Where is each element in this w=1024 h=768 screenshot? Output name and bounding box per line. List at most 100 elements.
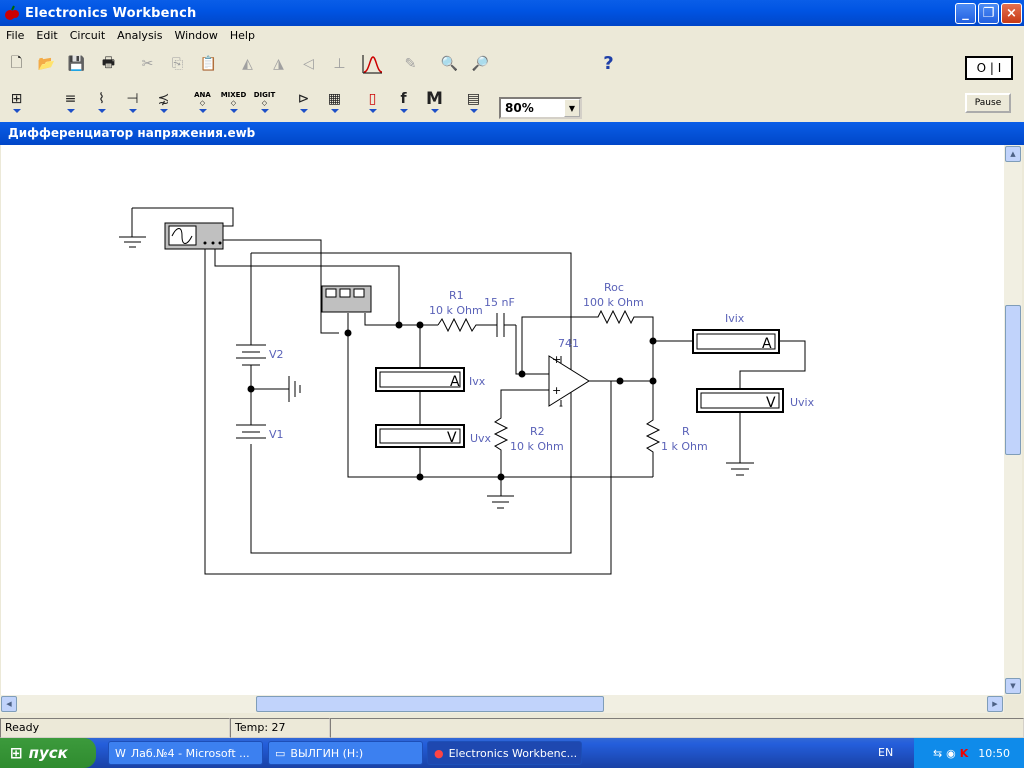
subcircuit-icon[interactable]: ⊥ <box>333 55 346 72</box>
roc-value: 100 k Ohm <box>583 296 644 309</box>
vertical-scrollbar[interactable]: ▲ ▼ <box>1004 145 1022 695</box>
menu-edit[interactable]: Edit <box>36 29 58 42</box>
help-button[interactable]: ? <box>603 53 614 74</box>
document-title: Дифференциатор напряжения.ewb <box>0 122 1024 145</box>
digital-ics-bin[interactable]: DIGIT◇ <box>250 84 279 113</box>
mixed-ics-bin[interactable]: MIXED◇ <box>219 84 248 113</box>
voltmeter-uvx[interactable] <box>375 424 465 448</box>
start-button[interactable]: ⊞пуск <box>0 738 96 768</box>
opamp-plus-input-sign: + <box>552 384 561 397</box>
print-icon[interactable]: 🖶 <box>101 54 116 71</box>
r-name: R <box>682 425 690 438</box>
opamp-minus-sign: - <box>559 399 563 412</box>
zoom-out-icon[interactable]: 🔍 <box>440 55 459 72</box>
logic-gates-bin-icon[interactable]: ⊳ <box>289 84 318 113</box>
ammeter-ivix[interactable] <box>692 329 780 354</box>
horizontal-scrollbar[interactable]: ◀ ▶ <box>0 695 1004 713</box>
close-button[interactable]: × <box>1001 3 1022 24</box>
voltmeter-uvix[interactable] <box>696 388 784 413</box>
save-icon[interactable]: 💾 <box>67 55 86 72</box>
favorites-bin-icon[interactable]: ⊞ <box>2 84 31 113</box>
status-bar: Ready Temp: 27 <box>0 718 1024 738</box>
mixed-ics-label: MIXED <box>220 90 247 99</box>
rotate-icon[interactable]: ◭ <box>242 55 253 72</box>
task-ewb-label: Electronics Workbenc... <box>448 746 578 760</box>
language-indicator[interactable]: EN <box>878 746 894 759</box>
horizontal-scroll-thumb[interactable] <box>256 696 604 712</box>
scroll-left-icon[interactable]: ◀ <box>1 696 17 712</box>
zoom-value: 80% <box>505 101 534 115</box>
minimize-button[interactable]: _ <box>955 3 976 24</box>
uvx-label: Uvx <box>470 432 492 445</box>
miscellaneous-bin-icon[interactable]: M <box>420 84 449 113</box>
task-word-label: Лаб.№4 - Microsoft ... <box>130 746 250 760</box>
status-ready: Ready <box>0 718 230 738</box>
indicators-bin-icon[interactable]: ▯ <box>358 84 387 113</box>
voltmeter-uvx-symbol: V <box>447 430 457 446</box>
r1-value: 10 k Ohm <box>429 304 483 317</box>
power-switch[interactable]: O | I <box>965 56 1013 80</box>
menu-help[interactable]: Help <box>229 29 255 42</box>
copy-icon[interactable]: ⎘ <box>171 55 184 72</box>
task-word[interactable]: W Лаб.№4 - Microsoft ... <box>108 741 263 765</box>
status-empty <box>330 718 1024 738</box>
circuit-canvas[interactable]: A V A V + + - V2 V1 R1 10 k Ohm 15 nF Ro… <box>0 145 1004 695</box>
network-icon[interactable]: ⇆ <box>932 746 943 760</box>
cut-icon[interactable]: ✂ <box>141 55 154 72</box>
windows-logo-icon: ⊞ <box>10 744 23 762</box>
flip-horizontal-icon[interactable]: ◮ <box>273 55 284 72</box>
task-drive[interactable]: ▭ВЫЛГИН (H:) <box>268 741 423 765</box>
opamp-label: 741 <box>558 337 579 350</box>
scroll-up-icon[interactable]: ▲ <box>1005 146 1021 162</box>
basic-bin-icon[interactable]: ⌇ <box>87 84 116 113</box>
taskbar: ⊞пуск W Лаб.№4 - Microsoft ... ▭ВЫЛГИН (H… <box>0 738 1024 768</box>
menu-file[interactable]: File <box>6 29 25 42</box>
analog-ics-bin[interactable]: ANA◇ <box>188 84 217 113</box>
app-titlebar: Electronics Workbench <box>0 0 1024 26</box>
instruments-bin-icon[interactable]: ▤ <box>459 84 488 113</box>
word-icon: W <box>115 746 126 760</box>
menu-bar: File Edit Circuit Analysis Window Help <box>0 26 1024 45</box>
task-ewb[interactable]: ● Electronics Workbenc... <box>427 741 582 765</box>
controls-bin-icon[interactable]: f <box>389 84 418 113</box>
component-labels: V2 V1 R1 10 k Ohm 15 nF Roc 100 k Ohm 74… <box>269 281 815 453</box>
vertical-scroll-thumb[interactable] <box>1005 305 1021 455</box>
paste-icon[interactable]: 📋 <box>199 55 218 72</box>
opamp-plus-sign: + <box>552 353 561 366</box>
wires <box>119 207 806 575</box>
zoom-in-icon[interactable]: 🔎 <box>471 55 490 72</box>
volume-icon[interactable]: ◉ <box>946 746 956 760</box>
pause-button[interactable]: Pause <box>965 93 1011 113</box>
menu-window[interactable]: Window <box>174 29 218 42</box>
ammeter-ivx-symbol: A <box>450 374 460 390</box>
new-file-icon[interactable]: 🗋 <box>10 54 23 71</box>
opamp-741[interactable] <box>548 355 590 407</box>
transistors-bin-icon[interactable]: ⋨ <box>149 84 178 113</box>
ivix-label: Ivix <box>725 312 745 325</box>
menu-analysis[interactable]: Analysis <box>117 29 163 42</box>
maximize-button[interactable]: ❐ <box>978 3 999 24</box>
function-generator[interactable] <box>164 222 224 250</box>
ewb-icon: ● <box>434 746 444 760</box>
ammeter-ivx[interactable] <box>375 367 465 392</box>
scroll-right-icon[interactable]: ▶ <box>987 696 1003 712</box>
antivirus-icon[interactable]: K <box>959 746 969 760</box>
open-folder-icon[interactable]: 📂 <box>37 55 56 72</box>
scroll-down-icon[interactable]: ▼ <box>1005 678 1021 694</box>
r-value: 1 k Ohm <box>661 440 708 453</box>
circuit-schematic[interactable]: A V A V + + - V2 V1 R1 10 k Ohm 15 nF Ro… <box>1 145 1005 695</box>
digital-bin-icon[interactable]: ▦ <box>320 84 349 113</box>
sources-bin-icon[interactable]: ≡ <box>56 84 85 113</box>
component-properties-icon[interactable]: ✎ <box>404 55 417 72</box>
zoom-select[interactable]: 80% ▼ <box>499 97 582 119</box>
menu-circuit[interactable]: Circuit <box>69 29 106 42</box>
main-toolbar: 🗋 📂 💾 🖶 ✂ ⎘ 📋 ◭ ◮ ◁ ⊥ ✎ 🔍 🔎 80% ▼ ? <box>0 47 960 119</box>
graph-icon[interactable] <box>357 49 386 78</box>
uvix-label: Uvix <box>790 396 815 409</box>
r1-name: R1 <box>449 289 464 302</box>
chevron-down-icon[interactable]: ▼ <box>564 99 580 117</box>
capacitor-value: 15 nF <box>484 296 515 309</box>
flip-vertical-icon[interactable]: ◁ <box>303 55 314 72</box>
diodes-bin-icon[interactable]: ⊣ <box>118 84 147 113</box>
oscilloscope[interactable] <box>321 285 372 313</box>
